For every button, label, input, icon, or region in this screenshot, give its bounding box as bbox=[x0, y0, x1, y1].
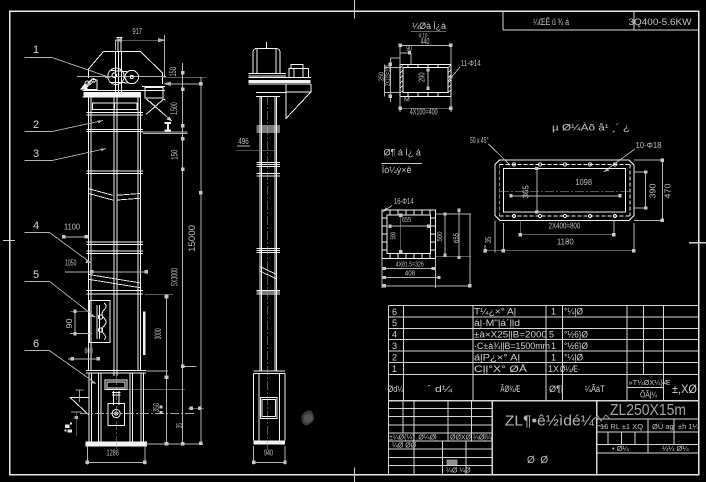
svg-text:ZL250X15m: ZL250X15m bbox=[610, 402, 686, 419]
svg-text:1X: 1X bbox=[548, 364, 559, 374]
svg-text:Ød¼: Ød¼ bbox=[388, 384, 405, 395]
svg-text:±¼Ø(¼): ±¼Ø(¼) bbox=[389, 435, 415, 442]
svg-text:1180: 1180 bbox=[557, 237, 574, 247]
svg-text:T¼¿×° Aļ: T¼¿×° Aļ bbox=[474, 307, 516, 317]
svg-text:3000: 3000 bbox=[153, 328, 163, 339]
svg-text:°½6}Ø: °½6}Ø bbox=[564, 341, 588, 351]
svg-text:15000: 15000 bbox=[187, 225, 197, 252]
svg-text:90: 90 bbox=[64, 318, 74, 328]
svg-text:2: 2 bbox=[33, 119, 39, 131]
svg-text:5X3000: 5X3000 bbox=[170, 268, 180, 286]
svg-text:4: 4 bbox=[33, 220, 39, 232]
svg-text:250: 250 bbox=[378, 72, 385, 81]
svg-text:áļP¿×° Aļ: áļP¿×° Aļ bbox=[474, 353, 520, 363]
svg-text:500: 500 bbox=[435, 232, 444, 242]
svg-text:¼¼ Ø¼: ¼¼ Ø¼ bbox=[662, 444, 689, 453]
svg-text:150: 150 bbox=[169, 150, 179, 160]
svg-text:Ïò¼ý×ê: Ïò¼ý×ê bbox=[382, 165, 412, 175]
svg-text:¼Øà Ì¿à: ¼Øà Ì¿à bbox=[412, 21, 446, 31]
svg-text:440: 440 bbox=[421, 37, 430, 46]
svg-text:1,500: 1,500 bbox=[169, 102, 179, 115]
svg-text:655: 655 bbox=[452, 233, 461, 243]
svg-text:¼Ø ØØ: ¼Ø ØØ bbox=[392, 443, 417, 450]
svg-text:»T¼ØX¼}Æ: »T¼ØX¼}Æ bbox=[629, 380, 671, 387]
svg-text:°¼ļØ: °¼ļØ bbox=[564, 353, 583, 363]
svg-text:±,XØ: ±,XØ bbox=[672, 382, 697, 396]
svg-text:1050: 1050 bbox=[65, 258, 77, 268]
svg-text:470: 470 bbox=[663, 183, 673, 198]
svg-text:1098: 1098 bbox=[575, 177, 592, 187]
svg-text:¼ÃáT: ¼ÃáT bbox=[585, 384, 605, 395]
svg-text:´ d¼: ´ d¼ bbox=[427, 384, 453, 395]
svg-text:6: 6 bbox=[33, 338, 39, 350]
svg-text:6: 6 bbox=[392, 307, 397, 317]
svg-text:1100: 1100 bbox=[64, 222, 80, 232]
svg-text:940: 940 bbox=[264, 448, 273, 458]
svg-text:1: 1 bbox=[33, 44, 39, 56]
svg-text:5: 5 bbox=[549, 330, 554, 340]
svg-text:·C±à¾ļļB=1500mm: ·C±à¾ļļB=1500mm bbox=[474, 341, 550, 351]
svg-text:4:10: 4:10 bbox=[419, 32, 428, 39]
svg-text:11-Φ14: 11-Φ14 bbox=[461, 59, 481, 68]
svg-text:4X81.5=326: 4X81.5=326 bbox=[396, 260, 424, 269]
svg-text:ØØXØ: ØØXØ bbox=[450, 435, 472, 442]
svg-text:M: M bbox=[404, 97, 410, 104]
svg-text:±h 1¼: ±h 1¼ bbox=[678, 422, 700, 431]
svg-text:5: 5 bbox=[392, 318, 397, 328]
svg-text:1: 1 bbox=[551, 353, 556, 363]
svg-text:500: 500 bbox=[389, 232, 398, 240]
svg-text:350: 350 bbox=[152, 403, 161, 412]
svg-text:50 x 45°: 50 x 45° bbox=[470, 136, 489, 145]
svg-text:496: 496 bbox=[238, 136, 249, 146]
svg-text:408: 408 bbox=[405, 269, 415, 278]
svg-text:¼Ø ¼Ø: ¼Ø ¼Ø bbox=[446, 468, 471, 475]
svg-text:4X100=400: 4X100=400 bbox=[410, 108, 438, 117]
svg-text:2X125=250: 2X125=250 bbox=[385, 65, 392, 86]
svg-text:Ø¶ á Ì¿ á: Ø¶ á Ì¿ á bbox=[384, 148, 421, 158]
svg-text:¼Øļ¼: ¼Øļ¼ bbox=[473, 435, 492, 442]
svg-text:2: 2 bbox=[392, 353, 397, 363]
svg-text:35: 35 bbox=[484, 236, 493, 243]
svg-text:áļ·M"ļá´ļļd: áļ·M"ļá´ļļd bbox=[474, 318, 520, 328]
svg-text:365: 365 bbox=[521, 185, 531, 199]
svg-text:5: 5 bbox=[33, 269, 39, 281]
svg-text:2X400=800: 2X400=800 bbox=[549, 221, 581, 231]
svg-text:600: 600 bbox=[85, 346, 94, 356]
svg-text:ÕÃļ¼: ÕÃļ¼ bbox=[640, 391, 657, 400]
svg-text:35: 35 bbox=[175, 423, 184, 429]
svg-text:290: 290 bbox=[418, 72, 427, 82]
svg-text:¸Ø¼Øļ: ¸Ø¼Øļ bbox=[416, 435, 437, 442]
svg-text:16-Φ14: 16-Φ14 bbox=[394, 197, 414, 206]
svg-text:3: 3 bbox=[392, 341, 397, 351]
svg-text:1: 1 bbox=[551, 307, 556, 317]
svg-text:Ø Ø: Ø Ø bbox=[527, 455, 548, 466]
svg-text:16 RL ±1 XQ: 16 RL ±1 XQ bbox=[600, 422, 643, 431]
svg-text:917: 917 bbox=[133, 26, 143, 36]
svg-text:10-Φ18: 10-Φ18 bbox=[636, 141, 663, 150]
svg-text:°¼ļØ: °¼ļØ bbox=[564, 307, 583, 317]
svg-text:90: 90 bbox=[406, 44, 412, 53]
svg-text:390: 390 bbox=[648, 183, 658, 198]
svg-text:1286: 1286 bbox=[107, 448, 119, 458]
svg-text:ØÜ ag: ØÜ ag bbox=[652, 422, 674, 431]
svg-text:¼ŒÊ û ¾ á: ¼ŒÊ û ¾ á bbox=[533, 17, 569, 27]
svg-text:3: 3 bbox=[33, 148, 39, 160]
svg-text:Cļļ°X° ØÅ: Cļļ°X° ØÅ bbox=[474, 364, 527, 374]
svg-text:Ø¼Æ·: Ø¼Æ· bbox=[560, 364, 580, 374]
svg-text:ÃØ¾Æ: ÃØ¾Æ bbox=[500, 384, 520, 395]
svg-text:4: 4 bbox=[392, 330, 397, 340]
svg-text:µ Ø¼Àõ å¹ ¸´ ¿: µ Ø¼Àõ å¹ ¸´ ¿ bbox=[552, 123, 630, 133]
svg-text:1: 1 bbox=[551, 341, 556, 351]
svg-text:• Ø¼: • Ø¼ bbox=[612, 444, 630, 453]
svg-text:ZL¶•ê½ìdé¼: ZL¶•ê½ìdé¼ bbox=[505, 413, 595, 430]
svg-text:Ø¶ļ: Ø¶ļ bbox=[549, 384, 563, 395]
svg-text:°½6}Ø: °½6}Ø bbox=[564, 330, 588, 340]
svg-text:±à×X25ļļB=2000: ±à×X25ļļB=2000 bbox=[474, 330, 547, 340]
svg-text:150: 150 bbox=[168, 67, 178, 77]
svg-text:655: 655 bbox=[402, 215, 411, 224]
svg-text:1: 1 bbox=[392, 364, 397, 374]
svg-text:3Q400-5.6KW: 3Q400-5.6KW bbox=[629, 17, 693, 27]
